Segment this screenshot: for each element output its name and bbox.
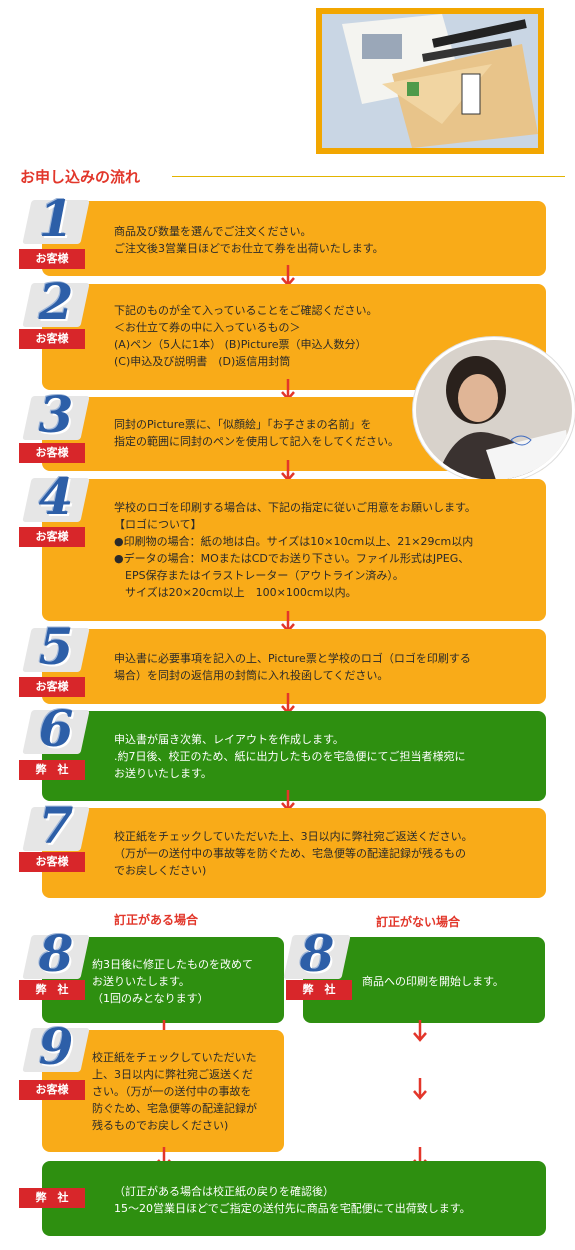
company-tag: 弊 社 xyxy=(19,760,85,780)
step-8a-number: 8 xyxy=(38,924,74,983)
step-5-line: 申込書に必要事項を記入の上、Picture票と学校のロゴ（ロゴを印刷する xyxy=(114,652,471,665)
step-2-line: 下記のものが全て入っていることをご確認ください。 xyxy=(114,304,378,317)
step-7-box: 校正紙をチェックしていただいた上、3日以内に弊社宛ご返送ください。 （万が一の送… xyxy=(42,808,546,898)
step-8b-line: 商品への印刷を開始します。 xyxy=(362,975,504,988)
step-8a-line: お送りいたします。 xyxy=(92,975,190,988)
step-9-number: 9 xyxy=(38,1017,74,1076)
step-8a-line: （1回のみとなります） xyxy=(92,992,209,1005)
final-step-line: 15～20営業日ほどでご指定の送付先に商品を宅配便にて出荷致します。 xyxy=(114,1202,471,1215)
step-1-line: 商品及び数量を選んでご注文ください。 xyxy=(114,225,312,238)
step-4-line: EPS保存またはイラストレーター（アウトライン済み）。 xyxy=(114,569,404,582)
step-9-line: 校正紙をチェックしていただいた xyxy=(92,1051,257,1064)
customer-tag: お客様 xyxy=(19,527,85,547)
company-tag: 弊 社 xyxy=(19,1188,85,1208)
down-arrow-icon xyxy=(413,1020,427,1042)
step-4-line: ●データの場合：MOまたはCDでお送り下さい。ファイル形式はJPEG、 xyxy=(114,552,470,565)
step-5-line: 場合）を同封の返信用の封筒に入れ投函してください。 xyxy=(114,669,389,682)
step-6-number: 6 xyxy=(38,699,74,758)
step-5-box: 申込書に必要事項を記入の上、Picture票と学校のロゴ（ロゴを印刷する 場合）… xyxy=(42,629,546,704)
customer-tag: お客様 xyxy=(19,852,85,872)
customer-tag: お客様 xyxy=(19,1080,85,1100)
company-tag: 弊 社 xyxy=(19,980,85,1000)
step-4-box: 学校のロゴを印刷する場合は、下記の指定に従いご用意をお願いします。 【ロゴについ… xyxy=(42,479,546,621)
down-arrow-icon xyxy=(413,1078,427,1100)
envelope-photo xyxy=(316,8,544,154)
final-step-box: （訂正がある場合は校正紙の戻りを確認後） 15～20営業日ほどでご指定の送付先に… xyxy=(42,1161,546,1236)
step-9-line: 残るものでお戻しください) xyxy=(92,1119,229,1132)
customer-tag: お客様 xyxy=(19,443,85,463)
step-1-number: 1 xyxy=(38,189,74,248)
customer-tag: お客様 xyxy=(19,249,85,269)
step-6-line: 申込書が届き次第、レイアウトを作成します。 xyxy=(114,733,344,746)
step-7-line: 校正紙をチェックしていただいた上、3日以内に弊社宛ご返送ください。 xyxy=(114,830,473,843)
step-4-line: 学校のロゴを印刷する場合は、下記の指定に従いご用意をお願いします。 xyxy=(114,501,476,514)
step-7-line: （万が一の送付中の事故等を防ぐため、宅急便等の配達記録が残るもの xyxy=(114,847,466,860)
step-3-number: 3 xyxy=(38,385,74,444)
final-step-line: （訂正がある場合は校正紙の戻りを確認後） xyxy=(114,1185,334,1198)
step-2-line: ＜お仕立て券の中に入っているもの＞ xyxy=(114,321,301,334)
step-3-line: 指定の範囲に同封のペンを使用して記入をしてください。 xyxy=(114,435,400,448)
branch-label-with-correction: 訂正がある場合 xyxy=(114,913,199,927)
step-7-number: 7 xyxy=(38,796,74,855)
step-6-line: .約7日後、校正のため、紙に出力したものを宅急便にてご担当者様宛に xyxy=(114,750,466,763)
customer-tag: お客様 xyxy=(19,677,85,697)
step-3-line: 同封のPicture票に、「似顔絵」「お子さまの名前」を xyxy=(114,418,372,431)
step-4-line: ●印刷物の場合：紙の地は白。サイズは10×10cm以上、21×29cm以内 xyxy=(114,535,474,548)
step-9-line: 防ぐため、宅急便等の配達記録が xyxy=(92,1102,257,1115)
branch-label-without-correction: 訂正がない場合 xyxy=(376,915,461,929)
step-8b-number: 8 xyxy=(299,924,335,983)
step-6-box: 申込書が届き次第、レイアウトを作成します。 .約7日後、校正のため、紙に出力した… xyxy=(42,711,546,801)
step-4-line: サイズは20×20cm以上 100×100cm以内。 xyxy=(114,586,357,599)
step-9-line: さい。（万が一の送付中の事故を xyxy=(92,1085,252,1098)
step-1-box: 商品及び数量を選んでご注文ください。 ご注文後3営業日ほどでお仕立て券を出荷いた… xyxy=(42,201,546,276)
step-4-number: 4 xyxy=(38,467,74,526)
section-title: お申し込みの流れ xyxy=(20,162,565,192)
company-tag: 弊 社 xyxy=(286,980,352,1000)
page-title: お申し込みの流れ xyxy=(20,168,141,186)
title-divider xyxy=(172,176,565,177)
step-2-line: (C)申込及び説明書 (D)返信用封筒 xyxy=(114,355,291,368)
step-1-line: ご注文後3営業日ほどでお仕立て券を出荷いたします。 xyxy=(114,242,384,255)
step-9-line: 上、3日以内に弊社宛ご返送くだ xyxy=(92,1068,253,1081)
step-7-line: でお戻しください) xyxy=(114,864,207,877)
customer-tag: お客様 xyxy=(19,329,85,349)
girl-drawing-photo xyxy=(413,337,575,483)
step-6-line: お送りいたします。 xyxy=(114,767,212,780)
step-2-line: (A)ペン（5人に1本） (B)Picture票（申込人数分） xyxy=(114,338,367,351)
step-2-number: 2 xyxy=(38,272,74,331)
step-8a-line: 約3日後に修正したものを改めて xyxy=(92,958,253,971)
step-4-line: 【ロゴについて】 xyxy=(114,518,202,531)
step-5-number: 5 xyxy=(38,617,74,676)
